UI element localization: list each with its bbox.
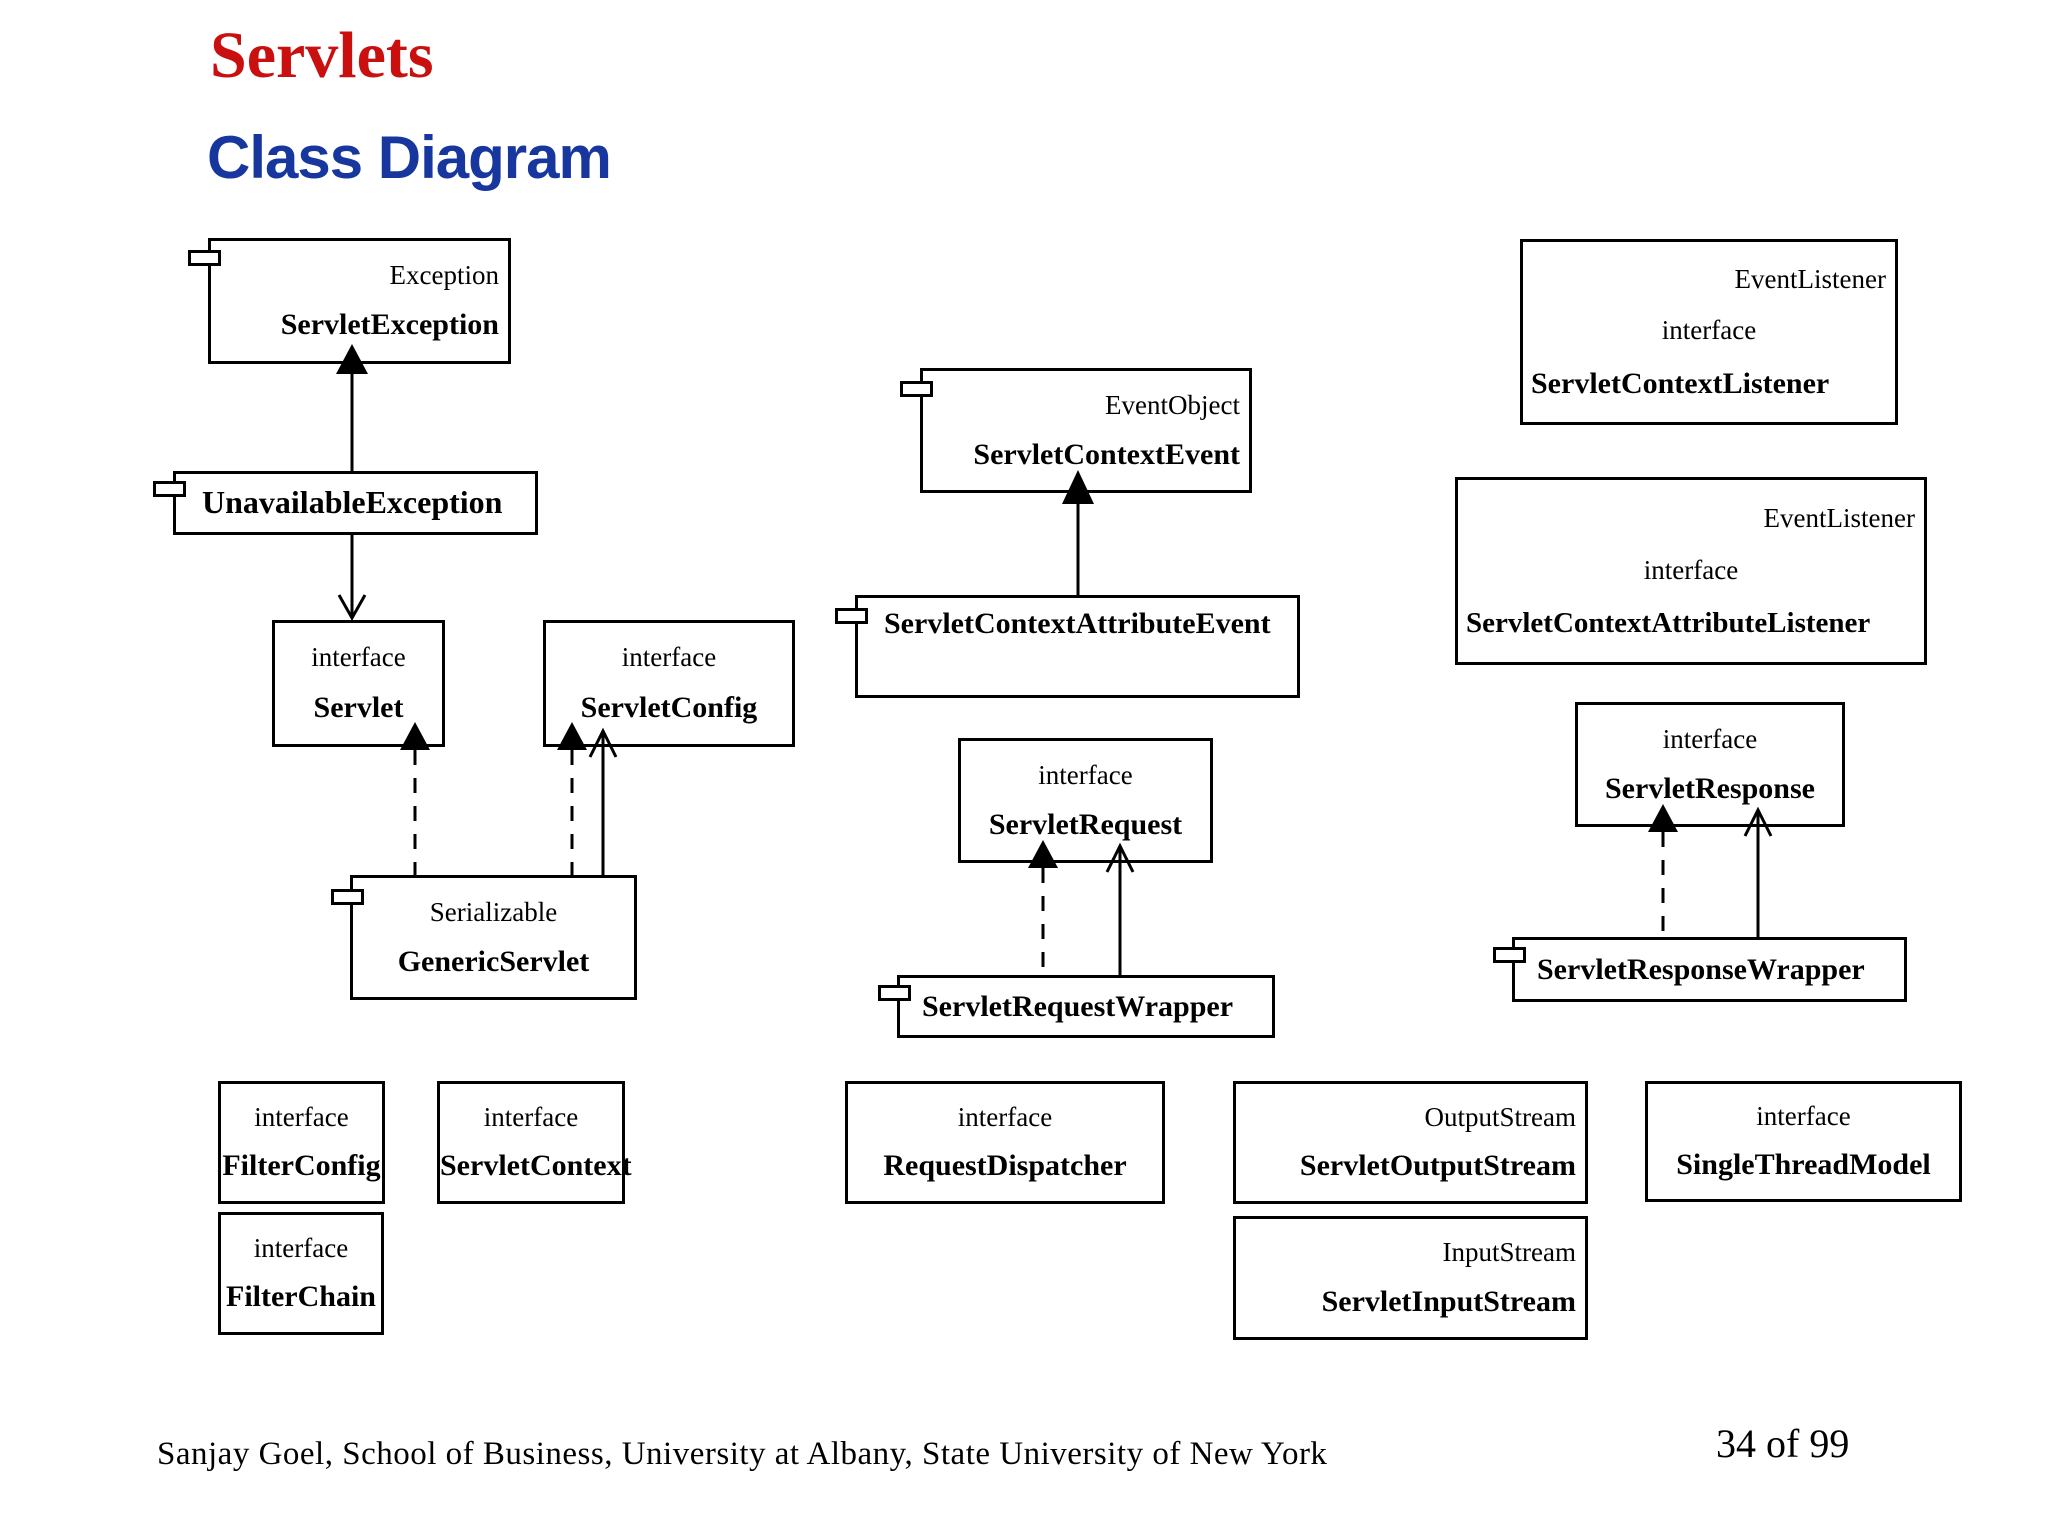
stereotype-label: interface: [483, 1102, 579, 1133]
class-box-servlet-output-stream: OutputStream ServletOutputStream: [1233, 1081, 1588, 1204]
stereotype-label: interface: [311, 642, 406, 673]
class-name: ServletRequestWrapper: [922, 989, 1234, 1023]
interface-box-servlet-context: interface ServletContext: [437, 1081, 632, 1204]
class-name: ServletOutputStream: [1299, 1149, 1576, 1183]
component-tab-icon: [1493, 947, 1526, 963]
class-name: ServletConfig: [580, 691, 758, 725]
class-name: ServletContextAttributeEvent: [884, 607, 1271, 640]
footer-credit: Sanjay Goel, School of Business, Univers…: [157, 1436, 1328, 1472]
class-name: ServletContextAttributeListener: [1466, 606, 1871, 639]
component-tab-icon: [153, 481, 186, 497]
slide-title: Servlets: [210, 19, 434, 92]
class-name: ServletContext: [440, 1149, 632, 1183]
interface-box-servlet: interface Servlet: [272, 620, 445, 747]
class-name: RequestDispatcher: [883, 1149, 1127, 1183]
superclass-label: EventObject: [1105, 389, 1240, 420]
component-tab-icon: [900, 381, 933, 397]
interface-box-servlet-response: interface ServletResponse: [1575, 702, 1845, 827]
class-box-generic-servlet: Serializable GenericServlet: [350, 875, 637, 1000]
stereotype-label: interface: [1662, 723, 1758, 754]
superclass-label: EventListener: [1763, 502, 1915, 533]
component-tab-icon: [878, 985, 911, 1001]
slide-subtitle: Class Diagram: [207, 124, 612, 191]
class-name: ServletRequest: [988, 807, 1183, 841]
stereotype-label: interface: [1756, 1101, 1851, 1132]
class-box-servlet-context-attribute-event: ServletContextAttributeEvent: [855, 595, 1300, 698]
superclass-label: Serializable: [429, 896, 558, 927]
stereotype-label: interface: [957, 1102, 1053, 1133]
class-name: UnavailableException: [202, 484, 503, 521]
class-name: GenericServlet: [397, 944, 590, 978]
interface-box-request-dispatcher: interface RequestDispatcher: [845, 1081, 1165, 1204]
interface-box-filter-chain: interface FilterChain: [218, 1212, 384, 1335]
class-box-servlet-response-wrapper: ServletResponseWrapper: [1512, 937, 1907, 1002]
stereotype-label: interface: [254, 1102, 349, 1133]
stereotype-label: interface: [1643, 554, 1739, 585]
interface-box-single-thread-model: interface SingleThreadModel: [1645, 1081, 1962, 1202]
class-name: Servlet: [313, 691, 404, 725]
class-name: ServletInputStream: [1321, 1285, 1576, 1319]
class-box-servlet-request-wrapper: ServletRequestWrapper: [897, 975, 1275, 1038]
superclass-label: OutputStream: [1424, 1102, 1576, 1133]
class-name: ServletException: [280, 308, 499, 342]
open-arrowhead: [337, 594, 367, 622]
class-name: FilterChain: [226, 1280, 376, 1314]
component-tab-icon: [188, 250, 221, 266]
class-name: ServletResponse: [1605, 771, 1815, 805]
stereotype-label: interface: [253, 1233, 349, 1264]
superclass-label: InputStream: [1442, 1237, 1576, 1268]
interface-box-servlet-request: interface ServletRequest: [958, 738, 1213, 863]
superclass-label: EventListener: [1734, 263, 1886, 294]
superclass-label: Exception: [389, 260, 499, 291]
class-name: ServletContextListener: [1531, 366, 1830, 400]
stereotype-label: interface: [1661, 315, 1757, 346]
page-number: 34 of 99: [1716, 1421, 1850, 1466]
interface-box-servlet-context-attribute-listener: EventListener interface ServletContextAt…: [1455, 477, 1927, 665]
component-tab-icon: [835, 608, 868, 624]
class-name: SingleThreadModel: [1676, 1148, 1931, 1182]
interface-box-servlet-context-listener: EventListener interface ServletContextLi…: [1520, 239, 1898, 425]
class-box-servlet-exception: Exception ServletException: [208, 238, 511, 364]
stereotype-label: interface: [1038, 759, 1133, 790]
stereotype-label: interface: [621, 642, 717, 673]
component-tab-icon: [331, 889, 364, 905]
class-name: ServletContextEvent: [973, 437, 1240, 471]
class-box-servlet-input-stream: InputStream ServletInputStream: [1233, 1216, 1588, 1340]
class-name: ServletResponseWrapper: [1537, 952, 1865, 986]
class-box-servlet-context-event: EventObject ServletContextEvent: [920, 368, 1252, 493]
class-name: FilterConfig: [222, 1149, 381, 1183]
class-box-unavailable-exception: UnavailableException: [173, 471, 538, 535]
interface-box-filter-config: interface FilterConfig: [218, 1081, 385, 1204]
interface-box-servlet-config: interface ServletConfig: [543, 620, 795, 747]
